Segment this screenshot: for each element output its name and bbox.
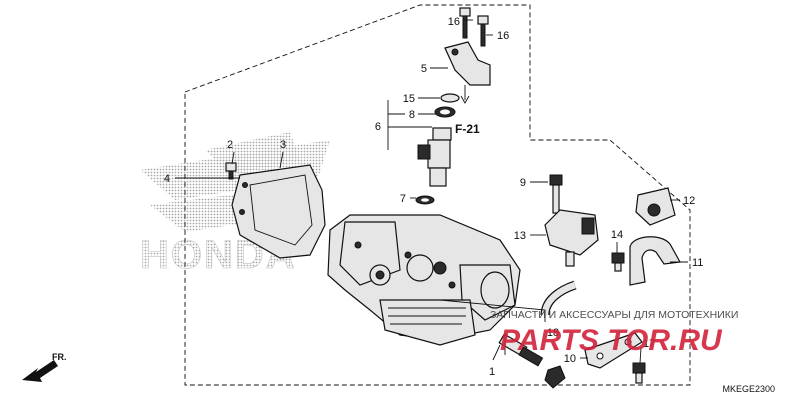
callout-5: 5: [421, 63, 427, 75]
callout-2: 2: [227, 139, 233, 151]
store-site: PARTS TOR.RU: [500, 324, 723, 357]
bracket-11: [629, 236, 681, 286]
store-watermark: ЗАПЧАСТИ И АКСЕССУАРЫ ДЛЯ МОТОТЕХНИКИ PA…: [490, 309, 738, 357]
stay-10: [584, 332, 643, 369]
bolt-17: [632, 362, 646, 384]
callout-3: 3: [280, 139, 286, 151]
throttle-body: [327, 214, 521, 346]
diagram-code: MKEGE2300: [722, 384, 775, 394]
callout-7: 7: [400, 193, 406, 205]
callout-16-right: 16: [497, 30, 509, 42]
o-ring-15: [440, 93, 460, 103]
throttle-cover: [231, 164, 326, 259]
callout-13: 13: [514, 230, 526, 242]
front-direction-indicator: FR.: [22, 352, 67, 382]
bolt-14: [611, 252, 625, 272]
sensor-5: [444, 41, 491, 104]
callout-12: 12: [683, 195, 695, 207]
callout-15: 15: [403, 93, 415, 105]
injector-6: [417, 127, 452, 187]
bolt-16-right: [477, 15, 489, 47]
direction-label: FR.: [52, 352, 67, 362]
callout-11: 11: [692, 257, 703, 269]
bolt-16-left: [459, 7, 471, 39]
callout-4: 4: [164, 173, 170, 185]
callout-8: 8: [409, 109, 415, 121]
callout-14: 14: [611, 229, 623, 241]
callout-labels: 16 16 5 15 8 6 2 3 4 7 9 13 12 14 11 18 …: [164, 16, 704, 378]
idle-screw-1: [498, 333, 566, 389]
callout-9: 9: [520, 177, 526, 189]
map-sensor-13: [544, 209, 599, 267]
callout-17: 17: [643, 338, 655, 350]
callout-6: 6: [375, 121, 381, 133]
arrow-icon: [22, 360, 58, 382]
store-tagline: ЗАПЧАСТИ И АКСЕССУАРЫ ДЛЯ МОТОТЕХНИКИ: [490, 309, 738, 321]
callout-10: 10: [564, 353, 576, 365]
callout-1: 1: [489, 366, 495, 378]
grommet-12: [635, 187, 676, 226]
leader-lines: [175, 19, 688, 364]
assembly-outline: [184, 4, 691, 386]
bolt-9: [549, 174, 563, 214]
callout-16-left: 16: [448, 16, 460, 28]
reference-label: F-21: [455, 122, 480, 136]
screw-2: [225, 162, 237, 180]
callout-18: 18: [547, 327, 559, 339]
